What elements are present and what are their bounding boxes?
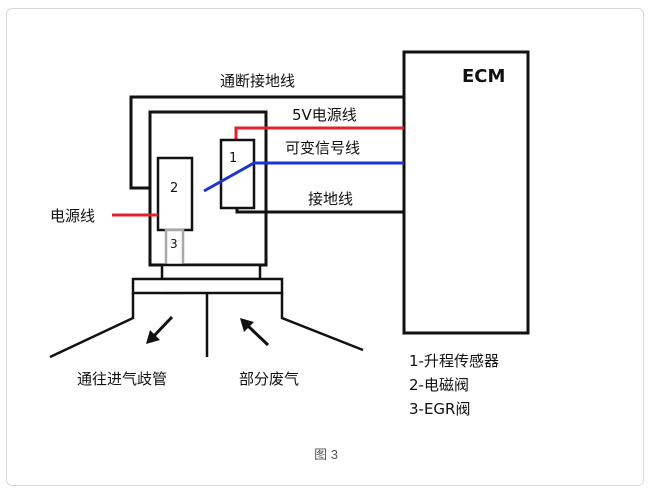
intake-manifold-label: 通往进气歧管 [77,370,167,388]
exhaust-flow-arrow [245,323,270,347]
ground-switch-wire [129,95,404,190]
solenoid-valve-box [156,156,194,232]
exhaust-flow-arrowhead [240,318,254,332]
variable-signal-wire [203,161,404,193]
legend-item-3: 3-EGR阀 [409,400,470,418]
exhaust-gas-label: 部分废气 [239,370,299,388]
power-wire-label: 电源线 [50,207,95,225]
ecm-label: ECM [462,66,505,87]
ecm-box [402,50,530,335]
power-5v-wire [234,126,404,143]
intake-pipe-wall [49,293,135,359]
ground-wire [235,208,404,214]
valve-mount [160,263,262,281]
valve-base-plate [131,277,284,295]
diagram-area [23,47,635,441]
lift-sensor-box [219,138,256,210]
component-3-label: 3 [170,237,178,251]
legend-item-2: 2-电磁阀 [409,376,469,394]
exhaust-pipe-wall [280,293,364,352]
figure-caption: 图 3 [314,447,338,462]
ground-wire-label: 接地线 [308,190,353,208]
intake-flow-arrow [150,315,174,340]
legend-item-1: 1-升程传感器 [409,352,499,370]
variable-signal-wire-label: 可变信号线 [285,139,360,157]
ground-switch-wire-label: 通断接地线 [220,72,295,90]
component-1-label: 1 [229,151,237,166]
intake-flow-arrowhead [146,330,160,344]
component-2-label: 2 [170,181,178,196]
power-5v-wire-label: 5V电源线 [292,106,357,124]
figure-card [6,8,644,486]
